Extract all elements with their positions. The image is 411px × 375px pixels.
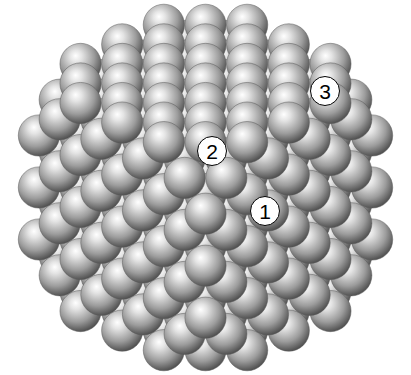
atom-sphere (185, 193, 226, 234)
atom-sphere (185, 245, 226, 286)
atom-sphere (268, 102, 309, 143)
atom-sphere (185, 297, 226, 338)
callout-number: 1 (250, 196, 280, 226)
callout-number: 2 (197, 136, 227, 166)
atom-sphere (143, 122, 184, 163)
callout-number: 3 (310, 76, 340, 106)
atom-sphere (164, 157, 205, 198)
atom-sphere (60, 82, 101, 123)
atom-sphere (102, 102, 143, 143)
atom-sphere (227, 122, 268, 163)
